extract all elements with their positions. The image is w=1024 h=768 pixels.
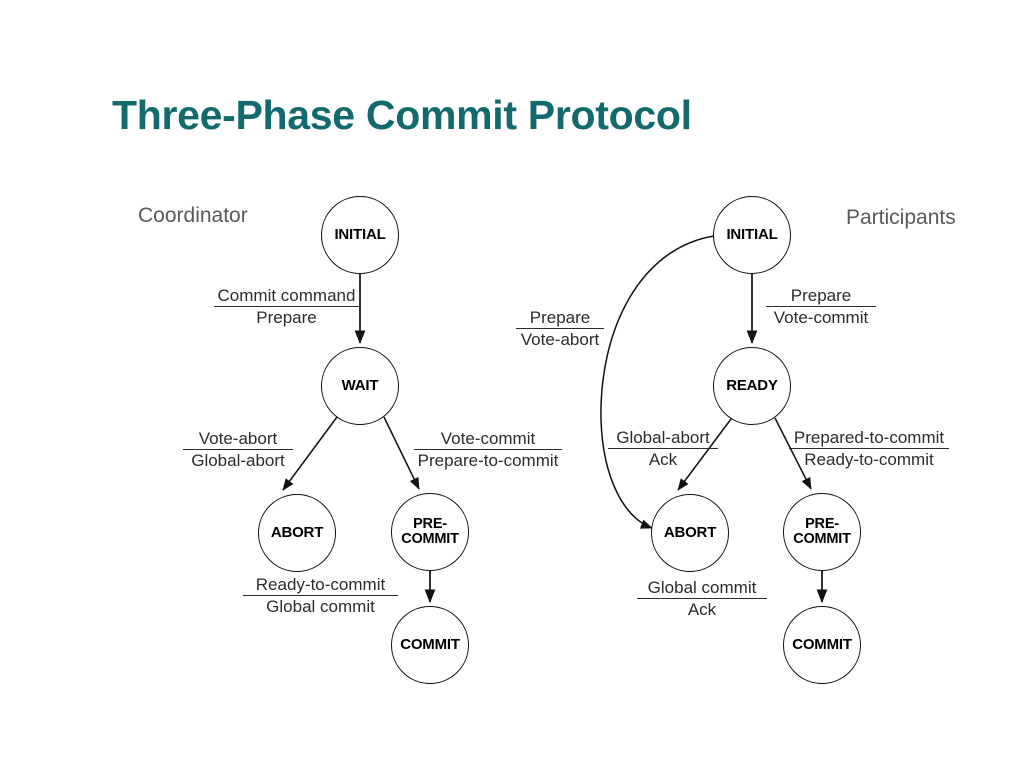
state-node-label: PRE- COMMIT	[793, 515, 851, 547]
state-node-participant-precommit[interactable]: PRE- COMMIT	[783, 493, 861, 571]
state-node-coordinator-commit[interactable]: COMMIT	[391, 606, 469, 684]
edge-label-event: Global-abort	[608, 428, 718, 450]
edge-label-event: Vote-abort	[183, 429, 293, 451]
state-node-label: PRE- COMMIT	[401, 515, 459, 547]
state-node-label: INITIAL	[726, 226, 778, 244]
state-node-label-line1: PRE-	[413, 515, 447, 532]
state-node-label: WAIT	[341, 377, 379, 395]
edge-label-event: Prepared-to-commit	[789, 428, 949, 450]
edge-label-action: Prepare-to-commit	[417, 451, 559, 471]
page-title: Three-Phase Commit Protocol	[112, 92, 692, 138]
edge-part-ready-to-abort	[677, 418, 732, 491]
state-node-coordinator-wait[interactable]: WAIT	[321, 347, 399, 425]
edge-part-ready-to-precommit	[774, 417, 812, 490]
edge-label-global-commit: Global commit Ack	[637, 578, 767, 619]
edge-label-action: Prepare	[256, 308, 317, 328]
edge-label-vote-abort: Vote-abort Global-abort	[183, 429, 293, 470]
section-heading-participants: Participants	[846, 206, 956, 229]
edge-label-event: Commit command	[214, 286, 359, 308]
state-node-label-line2: COMMIT	[793, 531, 851, 547]
edge-label-action: Global-abort	[191, 451, 285, 471]
edge-coord-wait-to-precommit	[383, 416, 420, 490]
edge-label-global-abort: Global-abort Ack	[608, 428, 718, 469]
state-node-label: COMMIT	[792, 636, 852, 654]
state-node-participant-commit[interactable]: COMMIT	[783, 606, 861, 684]
section-heading-coordinator: Coordinator	[138, 204, 248, 227]
edge-label-action: Ack	[687, 600, 717, 620]
edge-label-event: Prepare	[766, 286, 876, 308]
state-node-label: INITIAL	[334, 226, 386, 244]
edge-label-event: Vote-commit	[414, 429, 562, 451]
edge-label-action: Ready-to-commit	[804, 450, 934, 470]
state-node-label: COMMIT	[400, 636, 460, 654]
state-node-label: READY	[726, 377, 778, 395]
edge-label-event: Prepare	[516, 308, 604, 330]
state-node-label-line1: PRE-	[805, 515, 839, 532]
edge-part-initial-to-abort	[600, 235, 715, 529]
edge-label-commit-command: Commit command Prepare	[214, 286, 359, 327]
edge-coord-wait-to-abort	[282, 416, 338, 491]
edge-label-action: Ack	[648, 450, 678, 470]
state-node-label-line2: COMMIT	[401, 531, 459, 547]
edge-label-event: Global commit	[637, 578, 767, 600]
state-node-participant-abort[interactable]: ABORT	[651, 494, 729, 572]
state-node-participant-initial[interactable]: INITIAL	[713, 196, 791, 274]
edge-label-action: Vote-abort	[520, 330, 600, 350]
edge-label-action: Vote-commit	[773, 308, 869, 328]
edge-label-prepared-to-commit: Prepared-to-commit Ready-to-commit	[789, 428, 949, 469]
edge-label-vote-commit: Vote-commit Prepare-to-commit	[414, 429, 562, 470]
edge-label-prepare-vote-commit: Prepare Vote-commit	[766, 286, 876, 327]
state-node-coordinator-precommit[interactable]: PRE- COMMIT	[391, 493, 469, 571]
state-node-label: ABORT	[663, 524, 717, 542]
edge-label-prepare-vote-abort: Prepare Vote-abort	[516, 308, 604, 349]
edge-label-ready-to-commit: Ready-to-commit Global commit	[243, 575, 398, 616]
state-node-coordinator-abort[interactable]: ABORT	[258, 494, 336, 572]
state-node-label: ABORT	[270, 524, 324, 542]
state-node-coordinator-initial[interactable]: INITIAL	[321, 196, 399, 274]
edge-label-event: Ready-to-commit	[243, 575, 398, 597]
state-node-participant-ready[interactable]: READY	[713, 347, 791, 425]
edge-label-action: Global commit	[266, 597, 375, 617]
